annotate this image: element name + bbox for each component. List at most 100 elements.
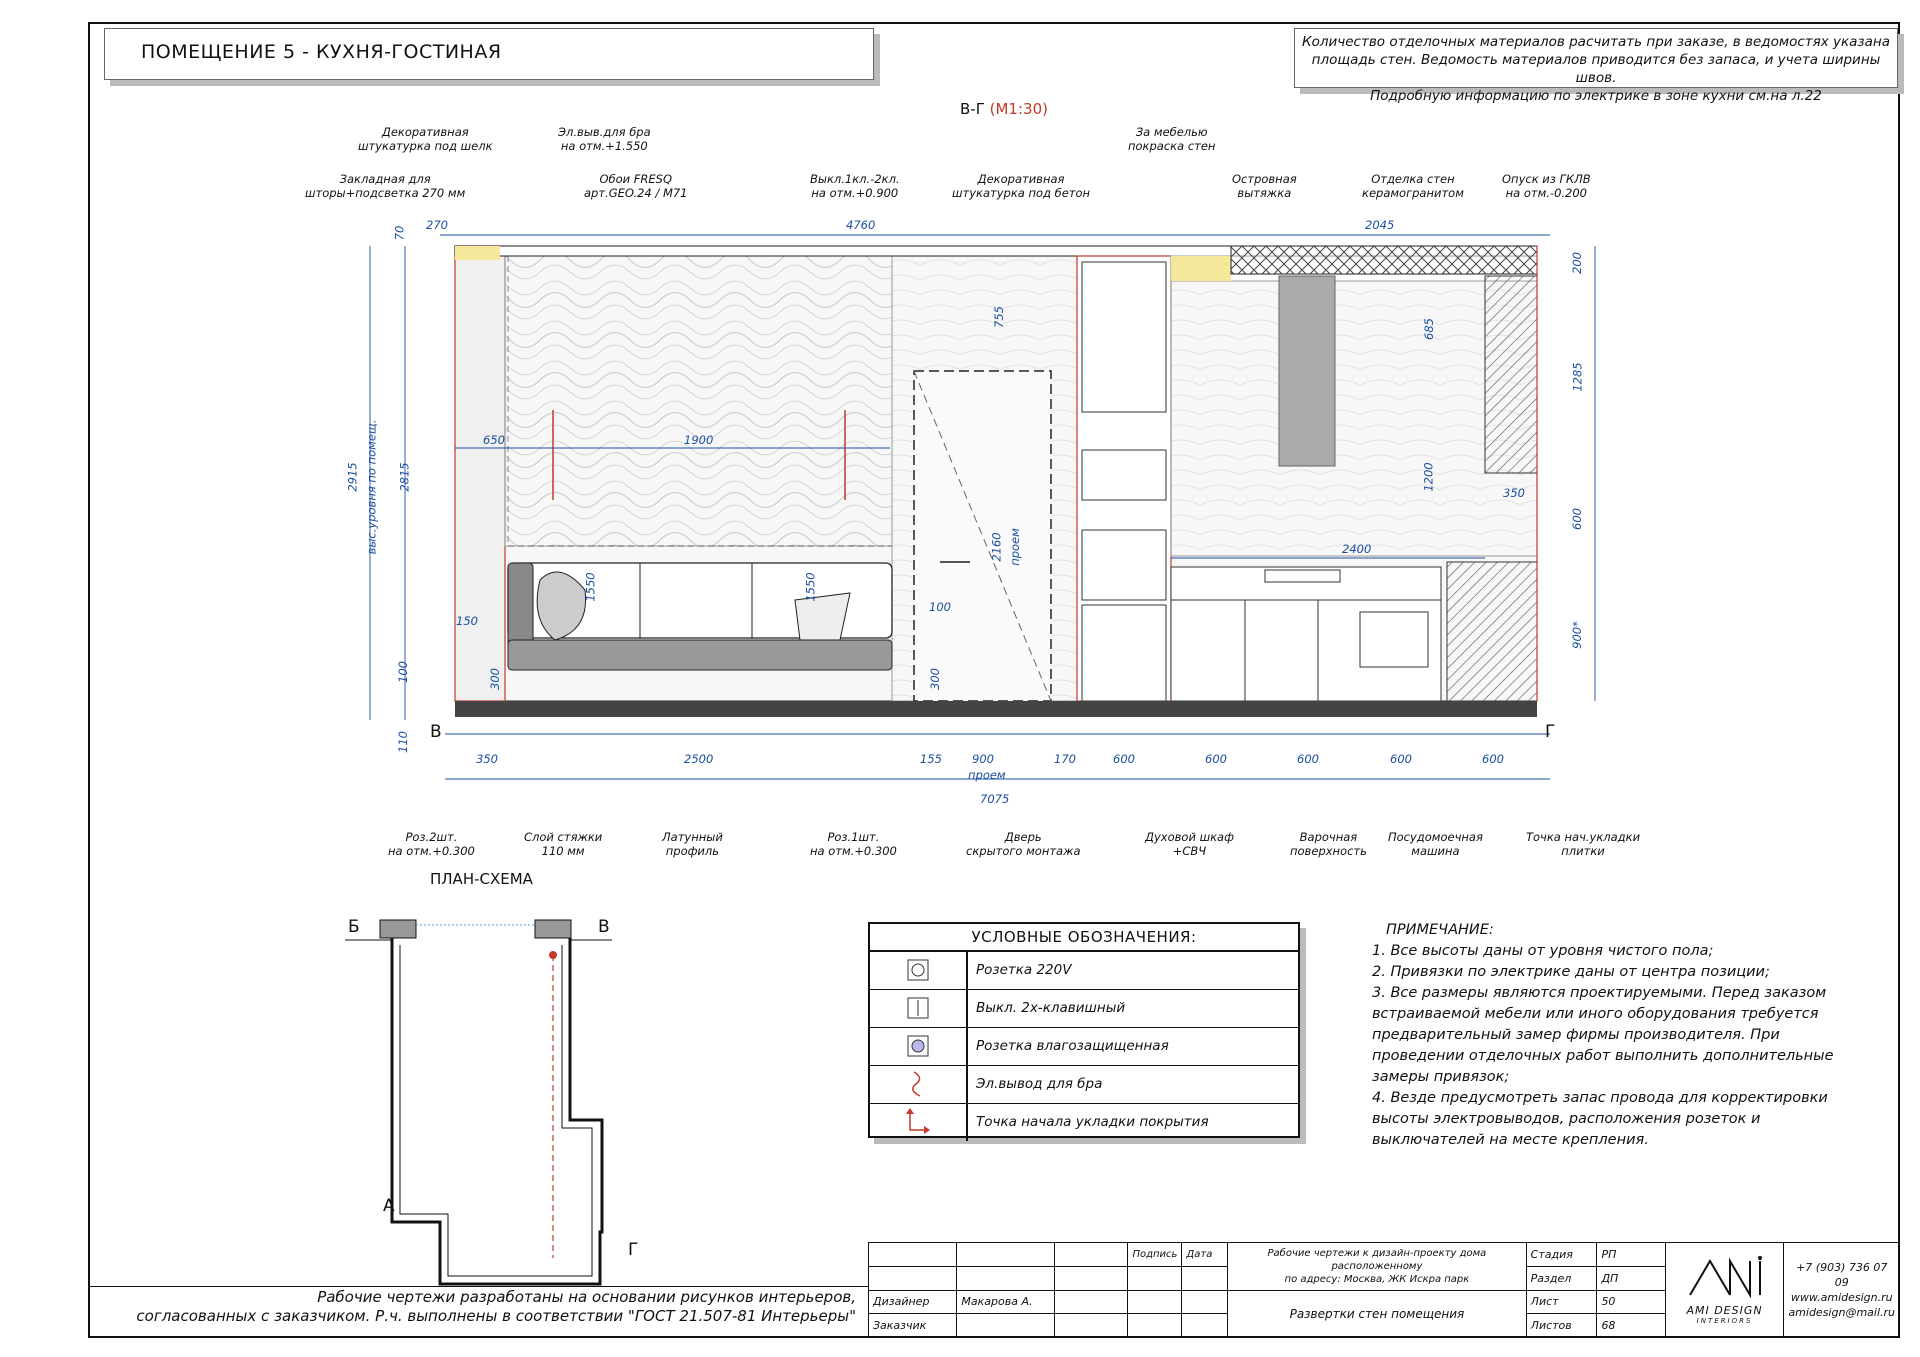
- note-line: предварительный замер фирмы производител…: [1372, 1027, 1780, 1043]
- dim-left-note: выс.уровня по помещ.: [364, 419, 379, 555]
- dim-left: 2915: [345, 462, 360, 492]
- dim-left: 70: [392, 225, 407, 241]
- dim-inner: 2160: [989, 532, 1004, 562]
- tb-customer-label: Заказчик: [867, 1313, 958, 1338]
- dim-inner: 1200: [1421, 462, 1436, 492]
- tb-list: 50: [1596, 1289, 1666, 1315]
- legend-row: Розетка влагозащищенная: [870, 1028, 1298, 1066]
- legend-sconce-outlet: Эл.вывод для бра: [976, 1076, 1103, 1092]
- dim-inner: 685: [1421, 318, 1436, 340]
- label-oven: Духовой шкаф+СВЧ: [1145, 830, 1234, 858]
- top-note-line: Подробную информацию по электрике в зоне…: [1370, 88, 1822, 104]
- tb-podpis: Подпись: [1127, 1242, 1183, 1267]
- marker-g: Г: [1545, 722, 1556, 742]
- elevation-scale: (М1:30): [989, 100, 1048, 118]
- floor-slab: [455, 701, 1537, 717]
- tb-razdel-label: Раздел: [1525, 1265, 1598, 1291]
- dim-inner: 100: [929, 600, 951, 614]
- note-line: 4. Везде предусмотреть запас провода для…: [1372, 1090, 1828, 1106]
- silk-plaster-zone: [454, 245, 506, 702]
- dim-bottom: 170: [1054, 752, 1076, 766]
- dim-left: 2815: [397, 462, 412, 492]
- dim-inner: 2400: [1342, 542, 1372, 556]
- plan-wall-right: [534, 919, 572, 939]
- legend-row: Точка начала укладки покрытия: [870, 1104, 1298, 1141]
- tb-designer: Макарова А.: [956, 1289, 1055, 1315]
- legend-socket-220: Розетка 220V: [976, 962, 1072, 978]
- legend-socket-waterproof: Розетка влагозащищенная: [976, 1038, 1169, 1054]
- tb-listov: 68: [1596, 1313, 1666, 1338]
- tb-data: Дата: [1181, 1242, 1229, 1267]
- dim-right: 900*: [1569, 621, 1584, 649]
- dim-bottom: 900: [972, 752, 994, 766]
- dim-top: 4760: [846, 218, 876, 232]
- microwave: [1081, 449, 1167, 501]
- oven: [1081, 529, 1167, 601]
- tb-logo: AMI DESIGN INTERIORS: [1664, 1242, 1785, 1338]
- notes-title: ПРИМЕЧАНИЕ:: [1386, 922, 1494, 938]
- dim-left: 110: [395, 731, 410, 753]
- dim-inner: 1550: [803, 572, 818, 602]
- curtain-lighting: [455, 246, 500, 260]
- footer-note-line: Рабочие чертежи разработаны на основании…: [317, 1288, 856, 1306]
- dishwasher: [1359, 611, 1429, 668]
- label-socket-1: Роз.1шт.на отм.+0.300: [810, 830, 897, 858]
- plan-scheme: [390, 938, 604, 1286]
- note-line: встраиваемой мебели или иного оборудован…: [1372, 1006, 1819, 1022]
- dim-inner: 1550: [583, 572, 598, 602]
- footer-note: Рабочие чертежи разработаны на основании…: [88, 1288, 868, 1338]
- dim-bottom: 350: [476, 752, 498, 766]
- top-note-line: Количество отделочных материалов расчита…: [1302, 34, 1890, 50]
- legend-row: Выкл. 2х-клавишный: [870, 990, 1298, 1028]
- tb-designer-label: Дизайнер: [867, 1289, 958, 1315]
- dim-inner: 650: [483, 433, 505, 447]
- legend-switch-2key: Выкл. 2х-клавишный: [976, 1000, 1126, 1016]
- dim-bottom-proem: проем: [968, 768, 1006, 782]
- dim-top: 2045: [1365, 218, 1395, 232]
- dim-right: 600: [1569, 508, 1584, 530]
- dim-inner: проем: [1007, 528, 1022, 566]
- dim-bottom: 2500: [684, 752, 714, 766]
- dim-bottom: 600: [1205, 752, 1227, 766]
- elevation-label: В-Г: [960, 100, 985, 118]
- top-note-line: площадь стен. Ведомость материалов приво…: [1311, 52, 1881, 86]
- dimension-lines: [369, 234, 1596, 780]
- label-sockets-2: Роз.2шт.на отм.+0.300: [388, 830, 475, 858]
- pillow-left: [536, 571, 587, 641]
- legend-title: УСЛОВНЫЕ ОБОЗНАЧЕНИЯ:: [870, 924, 1298, 952]
- legend: УСЛОВНЫЕ ОБОЗНАЧЕНИЯ: Розетка 220V Выкл.…: [868, 922, 1300, 1141]
- notes: ПРИМЕЧАНИЕ: 1. Все высоты даны от уровня…: [1372, 920, 1872, 1151]
- tb-razdel: ДП: [1596, 1265, 1666, 1291]
- dim-bottom: 600: [1390, 752, 1412, 766]
- plan-letter-b: Б: [348, 917, 360, 937]
- hatched-column-bottom: [1446, 561, 1538, 702]
- plan-letter-g: Г: [628, 1240, 639, 1260]
- wallpaper-zone: [504, 255, 893, 547]
- note-line: высоты электровыводов, расположения розе…: [1372, 1111, 1761, 1127]
- dim-bottom: 600: [1113, 752, 1135, 766]
- note-line: 3. Все размеры являются проектируемыми. …: [1372, 985, 1827, 1001]
- footer-note-line: согласованных с заказчиком. Р.ч. выполне…: [136, 1307, 856, 1325]
- tb-stadiya: РП: [1596, 1242, 1666, 1267]
- cooktop: [1264, 569, 1341, 583]
- hatched-column-top: [1484, 275, 1538, 474]
- dim-inner: 350: [1503, 486, 1525, 500]
- tb-listov-label: Листов: [1525, 1313, 1598, 1338]
- dim-bottom-total: 7075: [980, 792, 1010, 806]
- note-line: замеры привязок;: [1372, 1069, 1510, 1085]
- top-note: Количество отделочных материалов расчита…: [1294, 28, 1898, 104]
- plan-scheme-inner: [399, 945, 593, 1277]
- dim-left: 100: [395, 661, 410, 683]
